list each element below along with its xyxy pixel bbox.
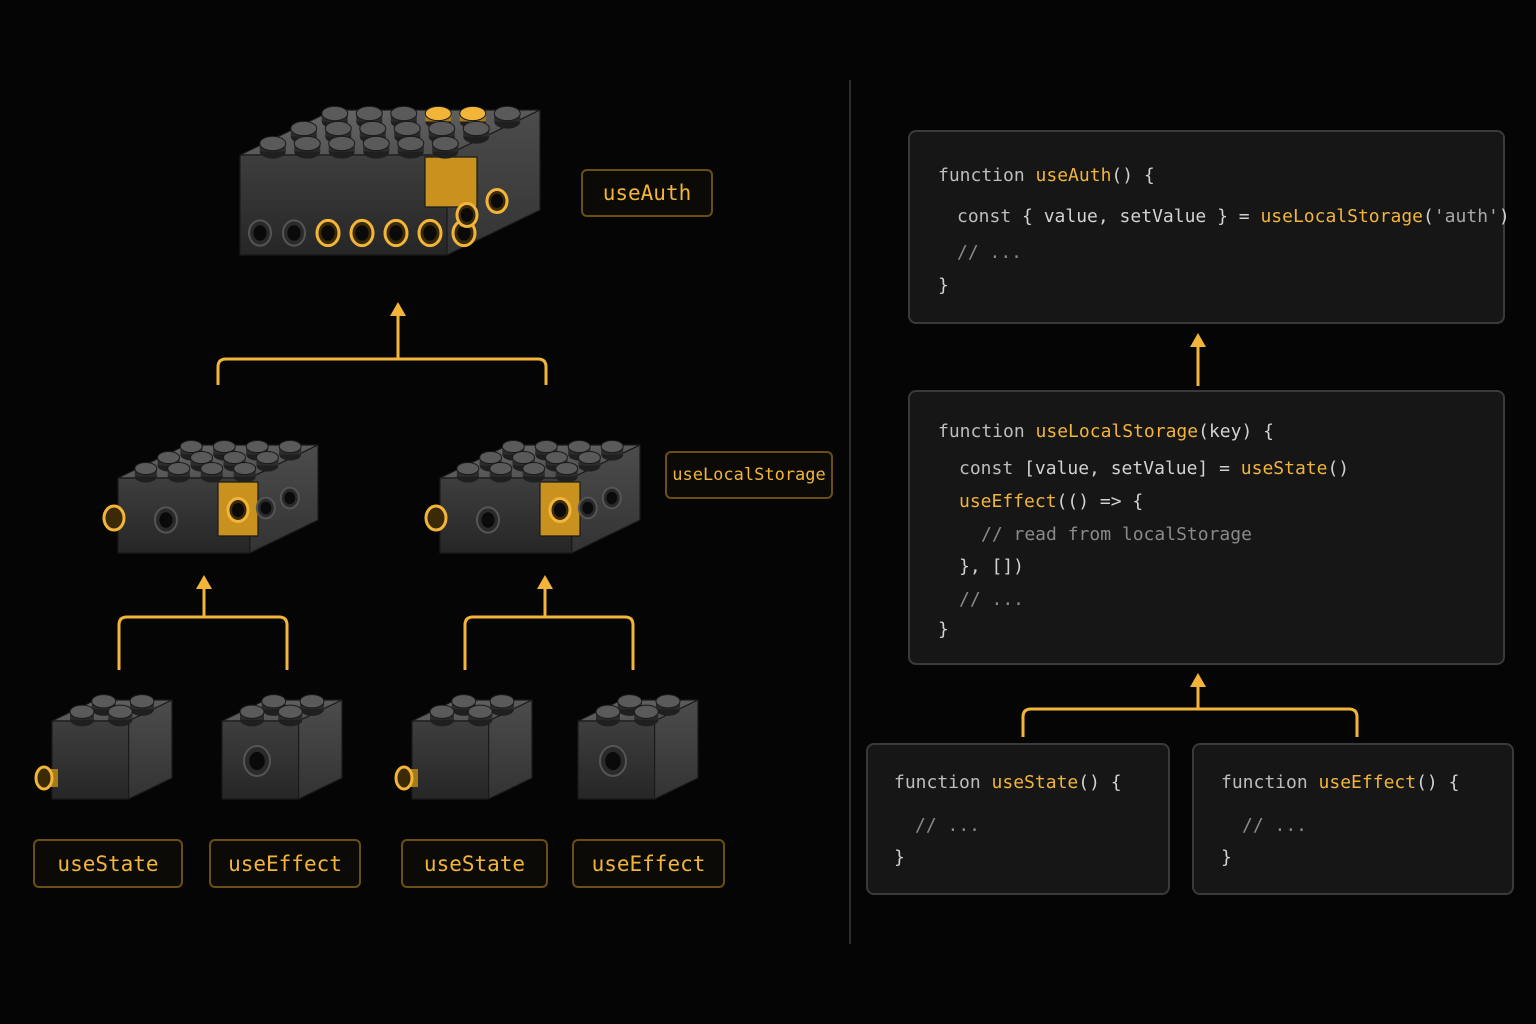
code-token: // ... — [1242, 815, 1308, 836]
code-token: // ... — [959, 589, 1025, 610]
code-line: } — [894, 847, 905, 868]
connector-code-top — [1190, 333, 1206, 386]
brick-icon-useLocalStorage-right — [424, 439, 641, 554]
connector-code-bottom — [1021, 673, 1359, 737]
code-line: const { value, setValue } = useLocalStor… — [957, 206, 1510, 227]
code-token: 'auth' — [1433, 206, 1499, 227]
code-line: // ... — [959, 589, 1024, 610]
code-line: // ... — [957, 242, 1022, 263]
label-useState-left: useState — [33, 839, 183, 888]
code-token: () — [1327, 458, 1350, 479]
code-token: const — [959, 458, 1014, 479]
arrow-up-icon — [196, 575, 212, 589]
code-token: function — [894, 772, 992, 793]
brick-icon-useLocalStorage-left — [102, 439, 319, 554]
hook-name: useLocalStorage — [1035, 421, 1199, 442]
hook-name: useLocalStorage — [1260, 206, 1423, 227]
brick-icon-useAuth — [239, 105, 541, 256]
code-token: } — [894, 847, 905, 868]
label-useState-right: useState — [401, 839, 548, 888]
code-token: const — [957, 206, 1012, 227]
section-divider — [849, 80, 851, 944]
code-token: () { — [1078, 772, 1122, 793]
code-line: function useEffect() { — [1221, 772, 1459, 793]
brick-icon-useEffect-right — [577, 694, 699, 800]
code-line: } — [938, 619, 949, 640]
hook-name: useEffect — [1318, 772, 1417, 793]
label-useAuth: useAuth — [581, 169, 713, 217]
hook-name: useAuth — [1035, 165, 1112, 186]
code-token: // ... — [957, 242, 1023, 263]
code-line: function useLocalStorage(key) { — [938, 421, 1274, 442]
code-line: function useState() { — [894, 772, 1122, 793]
code-token: } — [938, 619, 949, 640]
code-token: } — [938, 275, 949, 296]
code-line: useEffect(() => { — [959, 491, 1143, 512]
code-token: [value, setValue] = — [1013, 458, 1241, 479]
connector-right — [463, 575, 635, 670]
code-line: // ... — [1242, 815, 1307, 836]
code-panel-useAuth: function useAuth() { const { value, setV… — [908, 130, 1510, 324]
hook-name: useState — [991, 772, 1079, 793]
code-token: () { — [1416, 772, 1460, 793]
code-line: // ... — [915, 815, 980, 836]
code-panel-useState: function useState() { // ... } — [866, 743, 1170, 895]
label-useLocalStorage: useLocalStorage — [665, 451, 833, 499]
connector-top — [216, 302, 548, 385]
code-token: (key) { — [1198, 421, 1274, 442]
code-panel-useEffect: function useEffect() { // ... } — [1192, 743, 1514, 895]
code-line: } — [938, 275, 949, 296]
code-token: function — [1221, 772, 1319, 793]
code-token: }, []) — [959, 556, 1025, 577]
arrow-up-icon — [1190, 673, 1206, 687]
code-token: } — [1221, 847, 1232, 868]
code-line: function useAuth() { — [938, 165, 1155, 186]
brick-icon-useState-left — [34, 694, 173, 800]
brick-icon-useState-right — [394, 694, 533, 800]
code-token: function — [938, 421, 1036, 442]
code-line: }, []) — [959, 556, 1024, 577]
connector-left — [117, 575, 289, 670]
hook-name: useEffect — [959, 491, 1057, 512]
code-token: (() => { — [1056, 491, 1144, 512]
hook-name: useState — [1240, 458, 1328, 479]
code-line: // read from localStorage — [981, 524, 1252, 545]
code-token: () { — [1111, 165, 1155, 186]
code-token: function — [938, 165, 1036, 186]
brick-icon-useEffect-left — [221, 694, 343, 800]
code-token: // read from localStorage — [981, 524, 1252, 545]
code-token: { value, setValue } = — [1011, 206, 1261, 227]
label-useEffect-left: useEffect — [209, 839, 361, 888]
arrow-up-icon — [390, 302, 406, 316]
arrow-up-icon — [537, 575, 553, 589]
code-token: // ... — [915, 815, 981, 836]
code-line: } — [1221, 847, 1232, 868]
arrow-up-icon — [1190, 333, 1206, 347]
code-line: const [value, setValue] = useState() — [959, 458, 1349, 479]
label-useEffect-right: useEffect — [572, 839, 725, 888]
code-panel-useLocalStorage: function useLocalStorage(key) { const [v… — [908, 390, 1505, 665]
code-token: ( — [1423, 206, 1434, 227]
code-token: ) — [1498, 206, 1510, 227]
